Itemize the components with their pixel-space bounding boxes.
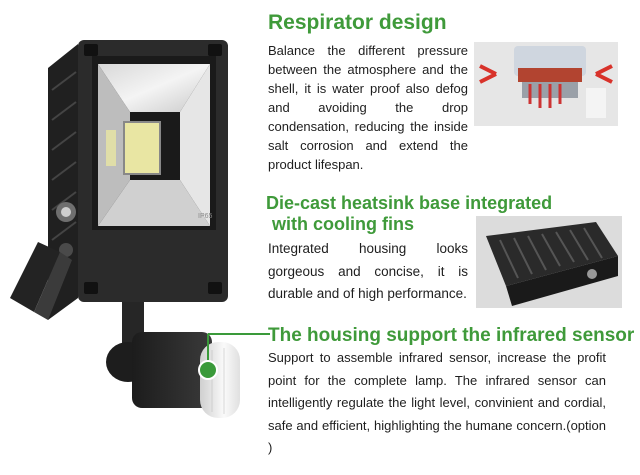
heatsink-heading: Die-cast heatsink base integrated with c…: [266, 193, 552, 235]
led-chip: [123, 121, 161, 175]
respirator-valve-image: [474, 42, 618, 126]
heatsink-heading-line2: with cooling fins: [272, 214, 414, 234]
arrow-right-icon: [595, 64, 613, 84]
ip-rating-label: IP65: [198, 213, 213, 220]
heatsink-heading-line1: Die-cast heatsink base integrated: [266, 193, 553, 213]
heatsink-image: [476, 216, 622, 308]
sensor-heading: The housing support the infrared sensor: [268, 325, 635, 346]
mounting-bracket: [10, 242, 72, 320]
screw-icon: [587, 269, 597, 279]
reflector: [98, 64, 210, 112]
arrow-left-icon: [479, 64, 497, 84]
sensor-description: Support to assemble infrared sensor, inc…: [268, 350, 606, 456]
callout-dot-icon: [198, 360, 218, 380]
respirator-description: Balance the different pressure between t…: [268, 43, 468, 172]
floodlight-illustration: IP65: [10, 40, 240, 418]
respirator-heading: Respirator design: [268, 11, 447, 34]
heatsink-description: Integrated housing looks gorgeous and co…: [268, 241, 468, 301]
sensor-callout: [198, 333, 270, 380]
